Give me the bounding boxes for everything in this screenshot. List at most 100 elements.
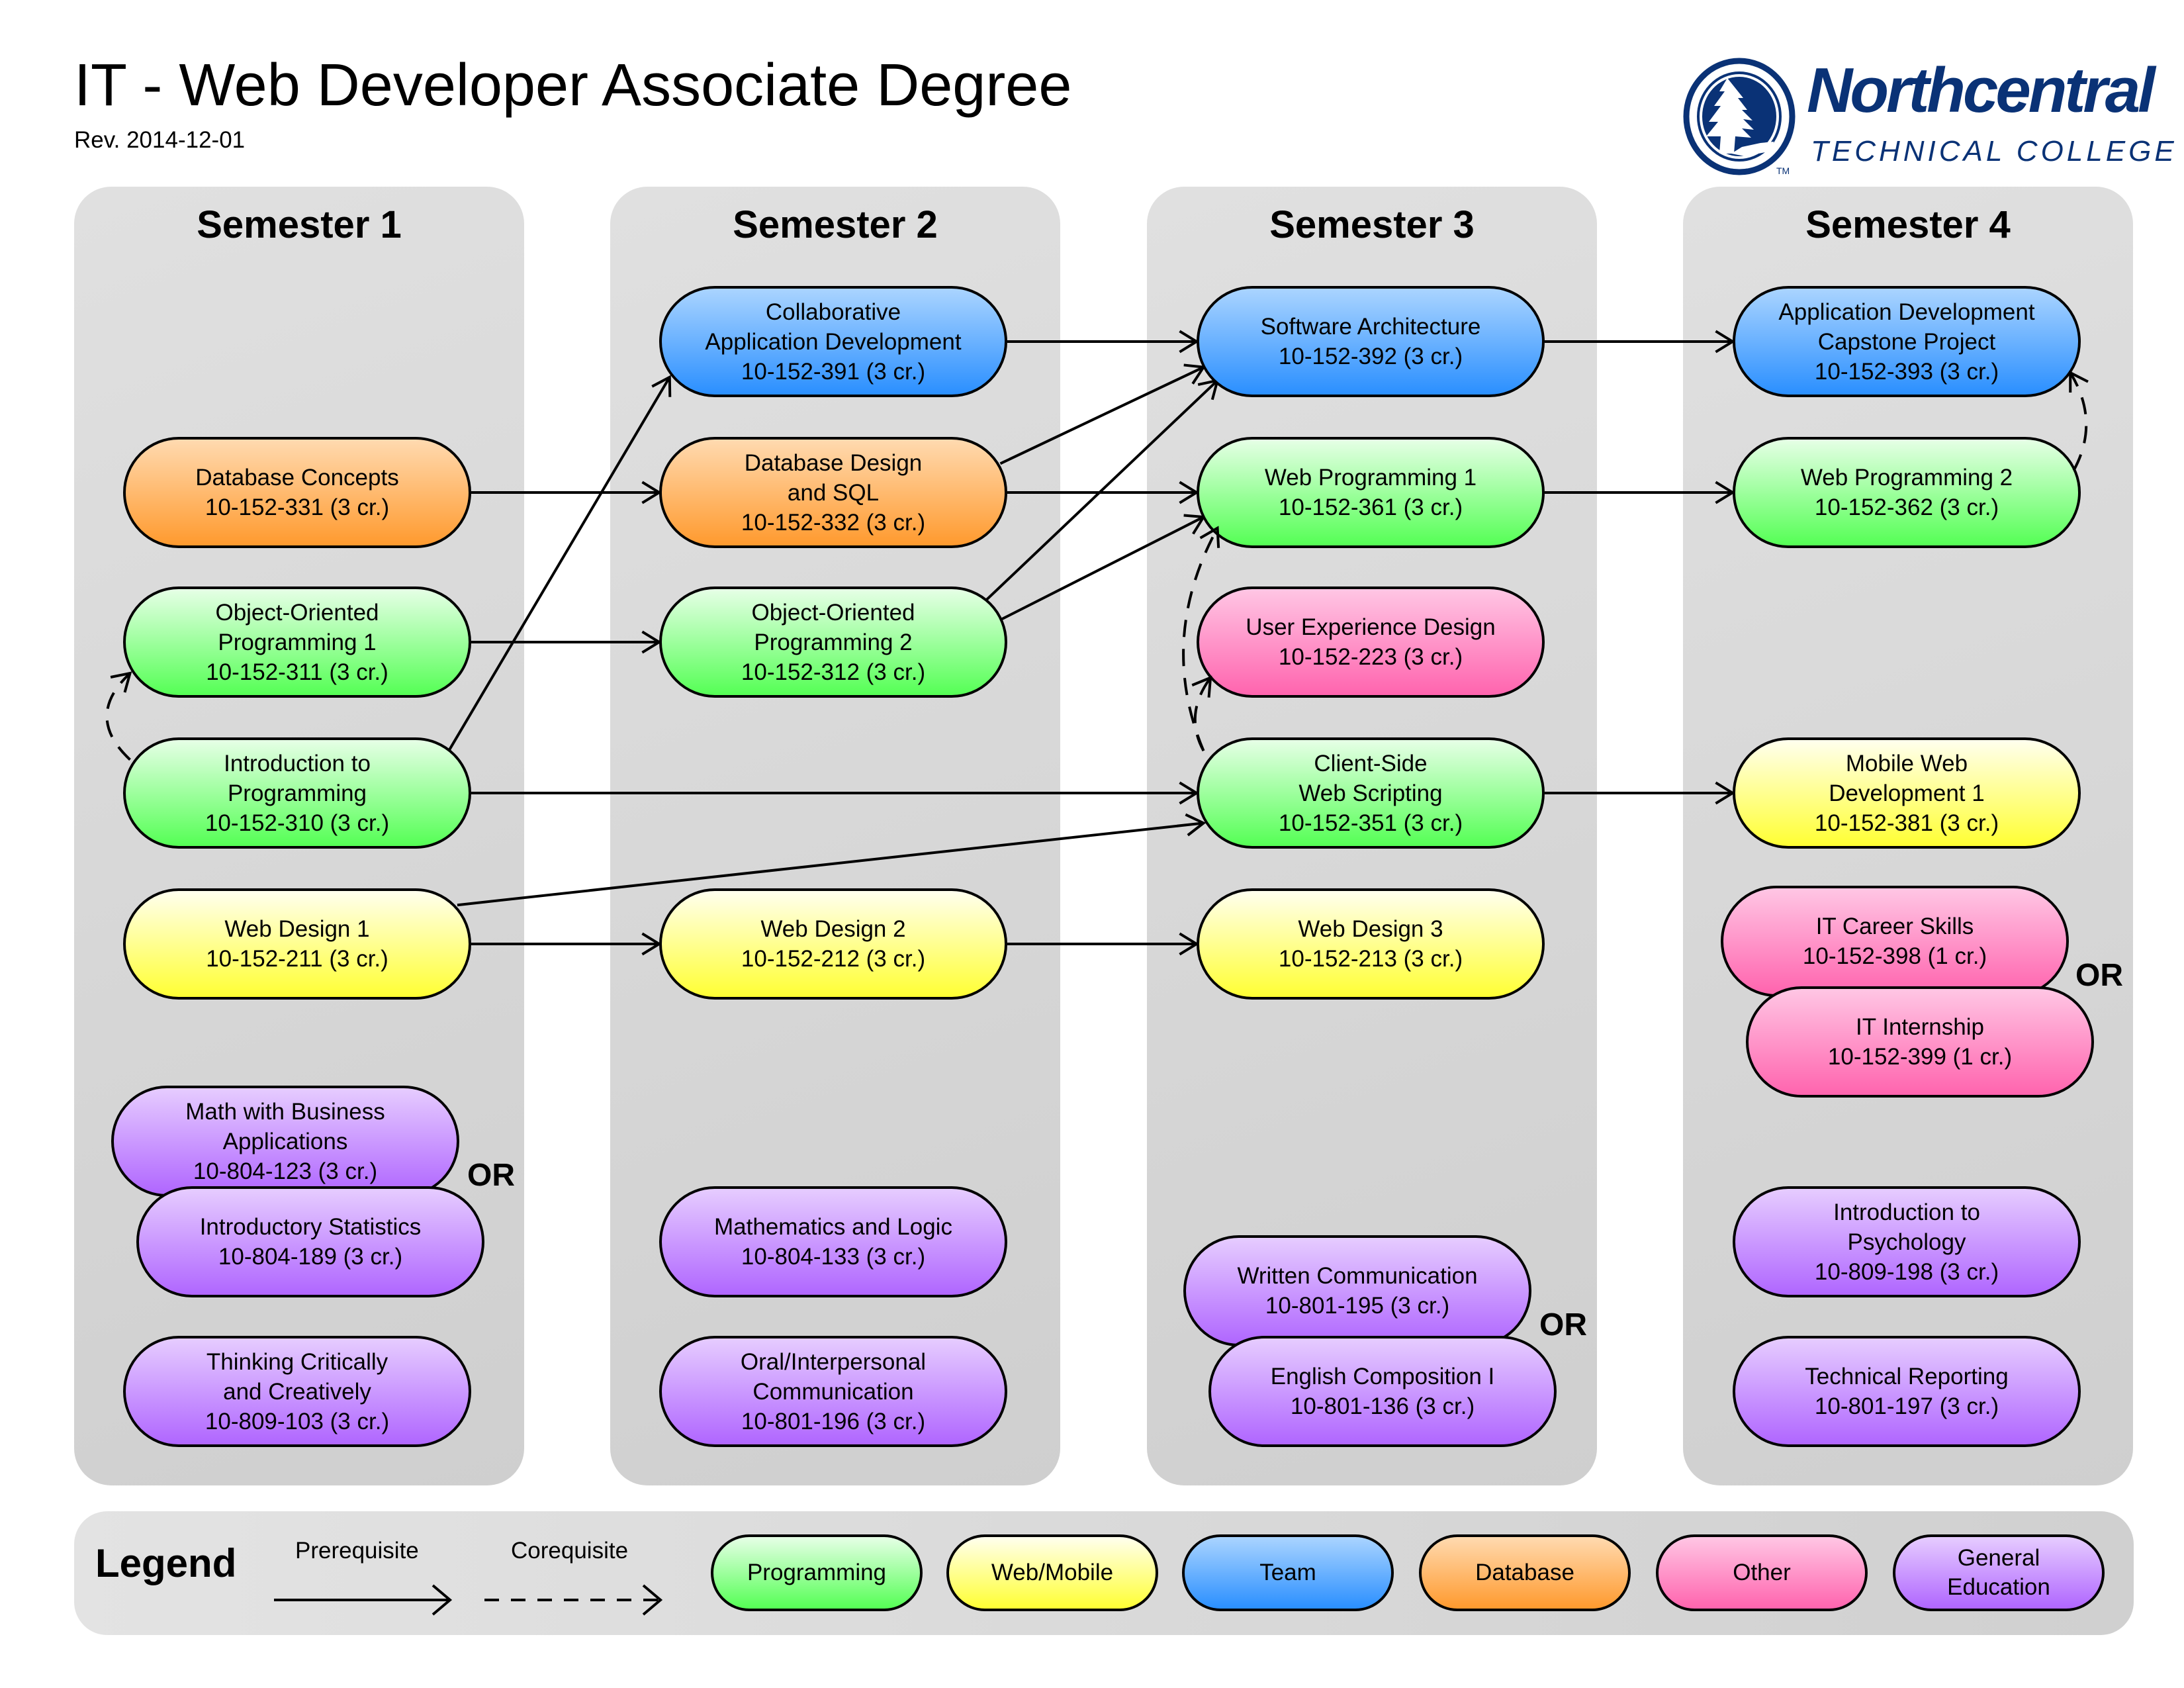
semester-3-title: Semester 3 <box>1269 203 1475 246</box>
semester-4-title: Semester 4 <box>1805 203 2011 246</box>
course-code: 10-152-362 (3 cr.) <box>1814 494 1999 520</box>
course-name-line: Programming 2 <box>754 629 913 655</box>
course-career-skills[interactable]: IT Career Skills 10-152-398 (1 cr.) <box>1721 886 2069 997</box>
course-name-line: Application Development <box>705 328 962 355</box>
course-name-line: and SQL <box>787 479 880 506</box>
legend-database: Database <box>1419 1534 1631 1611</box>
legend-category-label: Team <box>1259 1560 1316 1585</box>
course-name-line: Web Design 2 <box>760 916 906 942</box>
course-name-line: Oral/Interpersonal <box>740 1348 927 1375</box>
course-math-logic[interactable]: Mathematics and Logic 10-804-133 (3 cr.) <box>659 1186 1007 1297</box>
course-name-line: Capstone Project <box>1817 328 1996 355</box>
course-name-line: Software Architecture <box>1260 314 1481 340</box>
course-name-line: Thinking Critically <box>206 1348 388 1375</box>
legend-category-label: General <box>1957 1545 2040 1571</box>
course-code: 10-152-311 (3 cr.) <box>206 659 388 685</box>
prerequisite-arrow <box>981 379 1218 604</box>
course-code: 10-152-351 (3 cr.) <box>1278 810 1463 836</box>
course-code: 10-152-331 (3 cr.) <box>205 494 390 520</box>
course-name-line: Database Design <box>744 449 923 476</box>
legend-category-label: Programming <box>747 1560 887 1585</box>
course-web-design2[interactable]: Web Design 2 10-152-212 (3 cr.) <box>659 888 1007 1000</box>
course-name-line: User Experience Design <box>1246 614 1496 640</box>
course-code: 10-801-197 (3 cr.) <box>1814 1393 1999 1419</box>
logo-name: Northcentral <box>1807 55 2156 126</box>
course-web-prog2[interactable]: Web Programming 2 10-152-362 (3 cr.) <box>1733 437 2081 548</box>
course-code: 10-801-195 (3 cr.) <box>1265 1293 1450 1319</box>
course-name-line: IT Internship <box>1856 1014 1984 1040</box>
logo-subtitle: TECHNICAL COLLEGE <box>1811 135 2177 167</box>
course-code: 10-809-103 (3 cr.) <box>205 1408 390 1434</box>
course-name-line: Mathematics and Logic <box>714 1214 952 1240</box>
or-label: OR <box>467 1158 515 1193</box>
course-code: 10-152-381 (3 cr.) <box>1814 810 1999 836</box>
course-name-line: Web Scripting <box>1298 780 1443 806</box>
legend-web-mobile: Web/Mobile <box>946 1534 1158 1611</box>
prerequisite-arrow <box>999 516 1205 622</box>
legend-category-label: Database <box>1475 1560 1574 1585</box>
course-code: 10-809-198 (3 cr.) <box>1814 1258 1999 1285</box>
course-code: 10-152-398 (1 cr.) <box>1802 943 1987 969</box>
course-name-line: Web Programming 1 <box>1264 465 1477 491</box>
course-code: 10-152-212 (3 cr.) <box>741 946 926 972</box>
course-psychology[interactable]: Introduction to Psychology 10-809-198 (3 c… <box>1733 1186 2081 1297</box>
course-name-line: Math with Business <box>185 1098 385 1125</box>
legend-corequisite-label: Corequisite <box>511 1538 629 1564</box>
revision-date: Rev. 2014-12-01 <box>74 127 246 153</box>
course-name-line: Web Programming 2 <box>1800 465 2013 491</box>
course-name-line: Client-Side <box>1314 750 1428 776</box>
course-code: 10-152-312 (3 cr.) <box>741 659 926 685</box>
course-code: 10-152-223 (3 cr.) <box>1278 644 1463 670</box>
course-name-line: IT Career Skills <box>1815 914 1974 939</box>
course-name-line: Introduction to <box>224 750 371 776</box>
arrowhead <box>651 375 672 397</box>
course-name-line: Applications <box>222 1128 348 1154</box>
course-code: 10-152-399 (1 cr.) <box>1827 1044 2013 1070</box>
legend-other: Other <box>1656 1534 1868 1611</box>
course-name-line: Introductory Statistics <box>199 1214 422 1240</box>
course-db-design[interactable]: Database Design and SQL 10-152-332 (3 cr.) <box>659 437 1007 548</box>
course-code: 10-801-196 (3 cr.) <box>741 1408 926 1434</box>
course-code: 10-152-332 (3 cr.) <box>741 509 926 536</box>
legend-category-label: Education <box>1947 1574 2050 1600</box>
corequisite-arrow-icon <box>484 1584 663 1616</box>
course-name-line: English Composition I <box>1270 1364 1495 1389</box>
course-ux-design[interactable]: User Experience Design 10-152-223 (3 cr.) <box>1197 586 1545 698</box>
course-name-line: Communication <box>752 1378 914 1405</box>
course-code: 10-152-310 (3 cr.) <box>205 810 390 836</box>
prerequisite-arrow-icon <box>274 1584 453 1616</box>
or-label: OR <box>1539 1307 1587 1342</box>
legend-prerequisite-label: Prerequisite <box>295 1538 419 1564</box>
course-code: 10-804-189 (3 cr.) <box>218 1244 403 1270</box>
course-internship[interactable]: IT Internship 10-152-399 (1 cr.) <box>1746 986 2094 1098</box>
college-logo: Northcentral TECHNICAL COLLEGE TM <box>1681 56 2174 183</box>
course-name-line: Psychology <box>1847 1229 1966 1255</box>
prerequisite-arrow <box>457 821 1204 907</box>
course-code: 10-152-393 (3 cr.) <box>1814 358 1999 385</box>
course-code: 10-152-211 (3 cr.) <box>206 946 388 972</box>
course-name-line: Application Development <box>1778 299 2035 325</box>
course-intro-stats[interactable]: Introductory Statistics 10-804-189 (3 cr.… <box>136 1186 484 1297</box>
course-code: 10-804-133 (3 cr.) <box>741 1244 926 1270</box>
course-name-line: Introduction to <box>1833 1199 1980 1225</box>
legend-title: Legend <box>95 1541 237 1585</box>
